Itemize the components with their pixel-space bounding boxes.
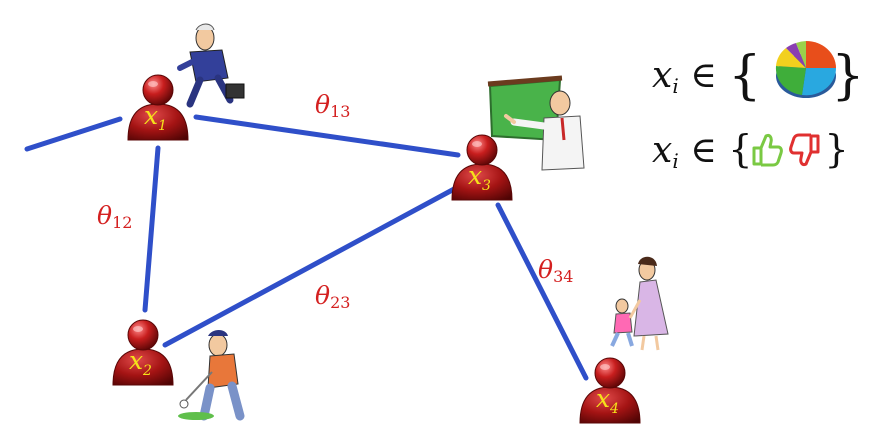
- right-brace: }: [824, 127, 849, 171]
- edge-x2-x3: [162, 185, 459, 348]
- node-x3-label: x: [468, 161, 482, 190]
- teacher-illustration: [487, 75, 585, 171]
- node-x3-sub: 3: [482, 178, 491, 194]
- edge-x1-x3: [193, 114, 461, 158]
- node-x2-sub: 2: [142, 363, 152, 379]
- golfer-illustration: [178, 330, 245, 421]
- thumbs-down-icon: [789, 133, 820, 166]
- edge-label-13: θ13: [315, 90, 351, 121]
- node-x4-label: x: [596, 384, 610, 413]
- node-x1: x 1: [127, 74, 189, 141]
- edge-x3-x4: [495, 202, 589, 381]
- domain-statement-thumbs: xi ∈ {}: [652, 127, 849, 173]
- left-brace: {: [728, 127, 753, 171]
- right-brace: }: [831, 46, 865, 106]
- edge-x1-x2: [142, 145, 161, 313]
- node-x1-sub: 1: [158, 118, 167, 134]
- node-x4-sub: 4: [609, 401, 619, 417]
- businessman-illustration: [177, 23, 245, 108]
- edge-label-12: θ12: [97, 201, 133, 232]
- thumbs-up-icon: [752, 134, 783, 167]
- node-x2-label: x: [129, 346, 143, 375]
- node-x4: x 4: [579, 357, 641, 424]
- pie-chart-icon: [775, 41, 837, 98]
- node-x3: x 3: [451, 134, 513, 201]
- node-x1-label: x: [144, 101, 158, 130]
- edge-label-34: θ34: [538, 255, 574, 286]
- family-illustration: [610, 256, 669, 351]
- left-brace: {: [728, 46, 762, 106]
- edge-x1-x0: [24, 116, 123, 152]
- node-x2: x 2: [112, 319, 174, 386]
- domain-statement-pie: xi ∈ {}: [652, 46, 865, 106]
- edge-label-23: θ23: [315, 281, 351, 312]
